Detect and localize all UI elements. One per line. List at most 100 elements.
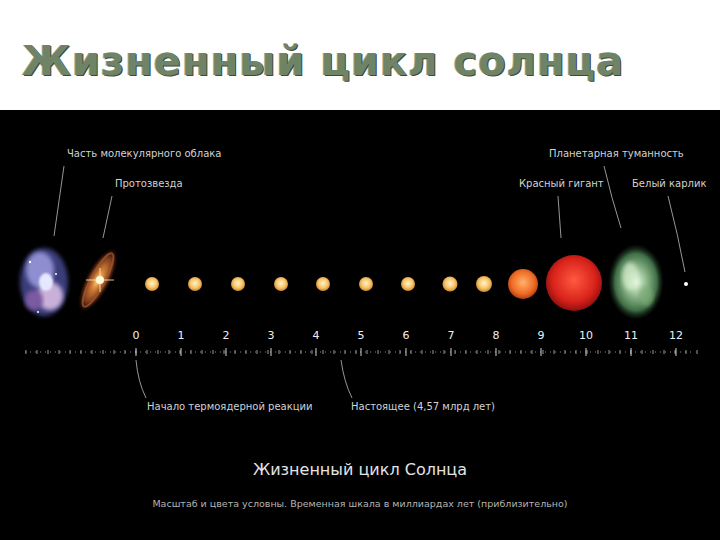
main-sequence-stars — [145, 276, 492, 292]
callout-label: Красный гигант — [519, 178, 604, 189]
timeline-number: 7 — [448, 329, 455, 342]
major-tick — [271, 348, 272, 356]
minor-tick — [191, 350, 192, 354]
subgiant-star — [508, 269, 538, 299]
minor-tick — [499, 350, 500, 354]
minor-tick — [92, 350, 93, 354]
callout-label: Планетарная туманность — [549, 148, 684, 159]
minor-tick — [279, 350, 280, 354]
timeline-number: 10 — [579, 329, 593, 342]
timeline-ticks — [26, 348, 697, 356]
minor-tick — [356, 350, 357, 354]
footnote: Масштаб и цвета условны. Временная шкала… — [152, 498, 567, 509]
minor-tick — [202, 350, 203, 354]
minor-tick — [653, 350, 654, 354]
minor-tick — [323, 350, 324, 354]
major-tick — [361, 348, 362, 356]
major-tick — [226, 348, 227, 356]
major-tick — [676, 348, 677, 356]
callout-label: Часть молекулярного облака — [67, 148, 221, 159]
minor-tick — [213, 350, 214, 354]
white-dwarf — [684, 282, 688, 286]
minor-tick — [642, 350, 643, 354]
minor-tick — [664, 350, 665, 354]
minor-tick — [620, 350, 621, 354]
minor-tick — [675, 350, 676, 354]
minor-tick — [411, 350, 412, 354]
minor-tick — [224, 350, 225, 354]
minor-tick — [70, 350, 71, 354]
timeline-number: 0 — [133, 329, 140, 342]
callout-label: Начало термоядерной реакции — [147, 401, 313, 412]
minor-tick — [686, 350, 687, 354]
timeline-number: 8 — [493, 329, 500, 342]
minor-tick — [26, 350, 27, 354]
minor-tick — [532, 350, 533, 354]
callout-label: Настоящее (4,57 млрд лет) — [351, 401, 495, 412]
minor-tick — [345, 350, 346, 354]
minor-tick — [400, 350, 401, 354]
minor-tick — [103, 350, 104, 354]
minor-tick — [246, 350, 247, 354]
molecular-cloud — [20, 248, 68, 316]
minor-tick — [158, 350, 159, 354]
minor-tick — [334, 350, 335, 354]
timeline-number: 6 — [403, 329, 410, 342]
callout-label: Протозвезда — [115, 178, 183, 189]
timeline-number: 4 — [313, 329, 320, 342]
minor-tick — [389, 350, 390, 354]
minor-tick — [422, 350, 423, 354]
black-panel — [0, 110, 720, 540]
timeline-number: 5 — [358, 329, 365, 342]
minor-tick — [565, 350, 566, 354]
protostar — [71, 243, 126, 318]
timeline-number: 2 — [223, 329, 230, 342]
minor-tick — [268, 350, 269, 354]
major-tick — [316, 348, 317, 356]
minor-tick — [48, 350, 49, 354]
minor-tick — [37, 350, 38, 354]
minor-tick — [114, 350, 115, 354]
title: Жизненный цикл солнца — [22, 38, 624, 84]
major-tick — [451, 348, 452, 356]
minor-tick — [257, 350, 258, 354]
minor-tick — [554, 350, 555, 354]
minor-tick — [180, 350, 181, 354]
timeline-number: 9 — [538, 329, 545, 342]
planetary-nebula — [608, 244, 664, 320]
minor-tick — [609, 350, 610, 354]
minor-tick — [510, 350, 511, 354]
minor-tick — [576, 350, 577, 354]
minor-tick — [169, 350, 170, 354]
minor-tick — [433, 350, 434, 354]
minor-tick — [290, 350, 291, 354]
minor-tick — [125, 350, 126, 354]
major-tick — [181, 348, 182, 356]
timeline-number: 11 — [624, 329, 638, 342]
minor-tick — [466, 350, 467, 354]
leader-lines — [54, 166, 685, 398]
minor-tick — [477, 350, 478, 354]
minor-tick — [587, 350, 588, 354]
major-tick — [631, 348, 632, 356]
minor-tick — [378, 350, 379, 354]
minor-tick — [697, 350, 698, 354]
minor-tick — [312, 350, 313, 354]
minor-tick — [488, 350, 489, 354]
minor-tick — [444, 350, 445, 354]
major-tick — [136, 348, 137, 356]
minor-tick — [455, 350, 456, 354]
timeline-number: 1 — [178, 329, 185, 342]
minor-tick — [81, 350, 82, 354]
minor-tick — [521, 350, 522, 354]
red-giant — [546, 255, 602, 311]
callout-label: Белый карлик — [632, 178, 706, 189]
timeline-number: 3 — [268, 329, 275, 342]
minor-tick — [598, 350, 599, 354]
major-tick — [406, 348, 407, 356]
minor-tick — [301, 350, 302, 354]
minor-tick — [543, 350, 544, 354]
minor-tick — [367, 350, 368, 354]
timeline-number: 12 — [669, 329, 683, 342]
